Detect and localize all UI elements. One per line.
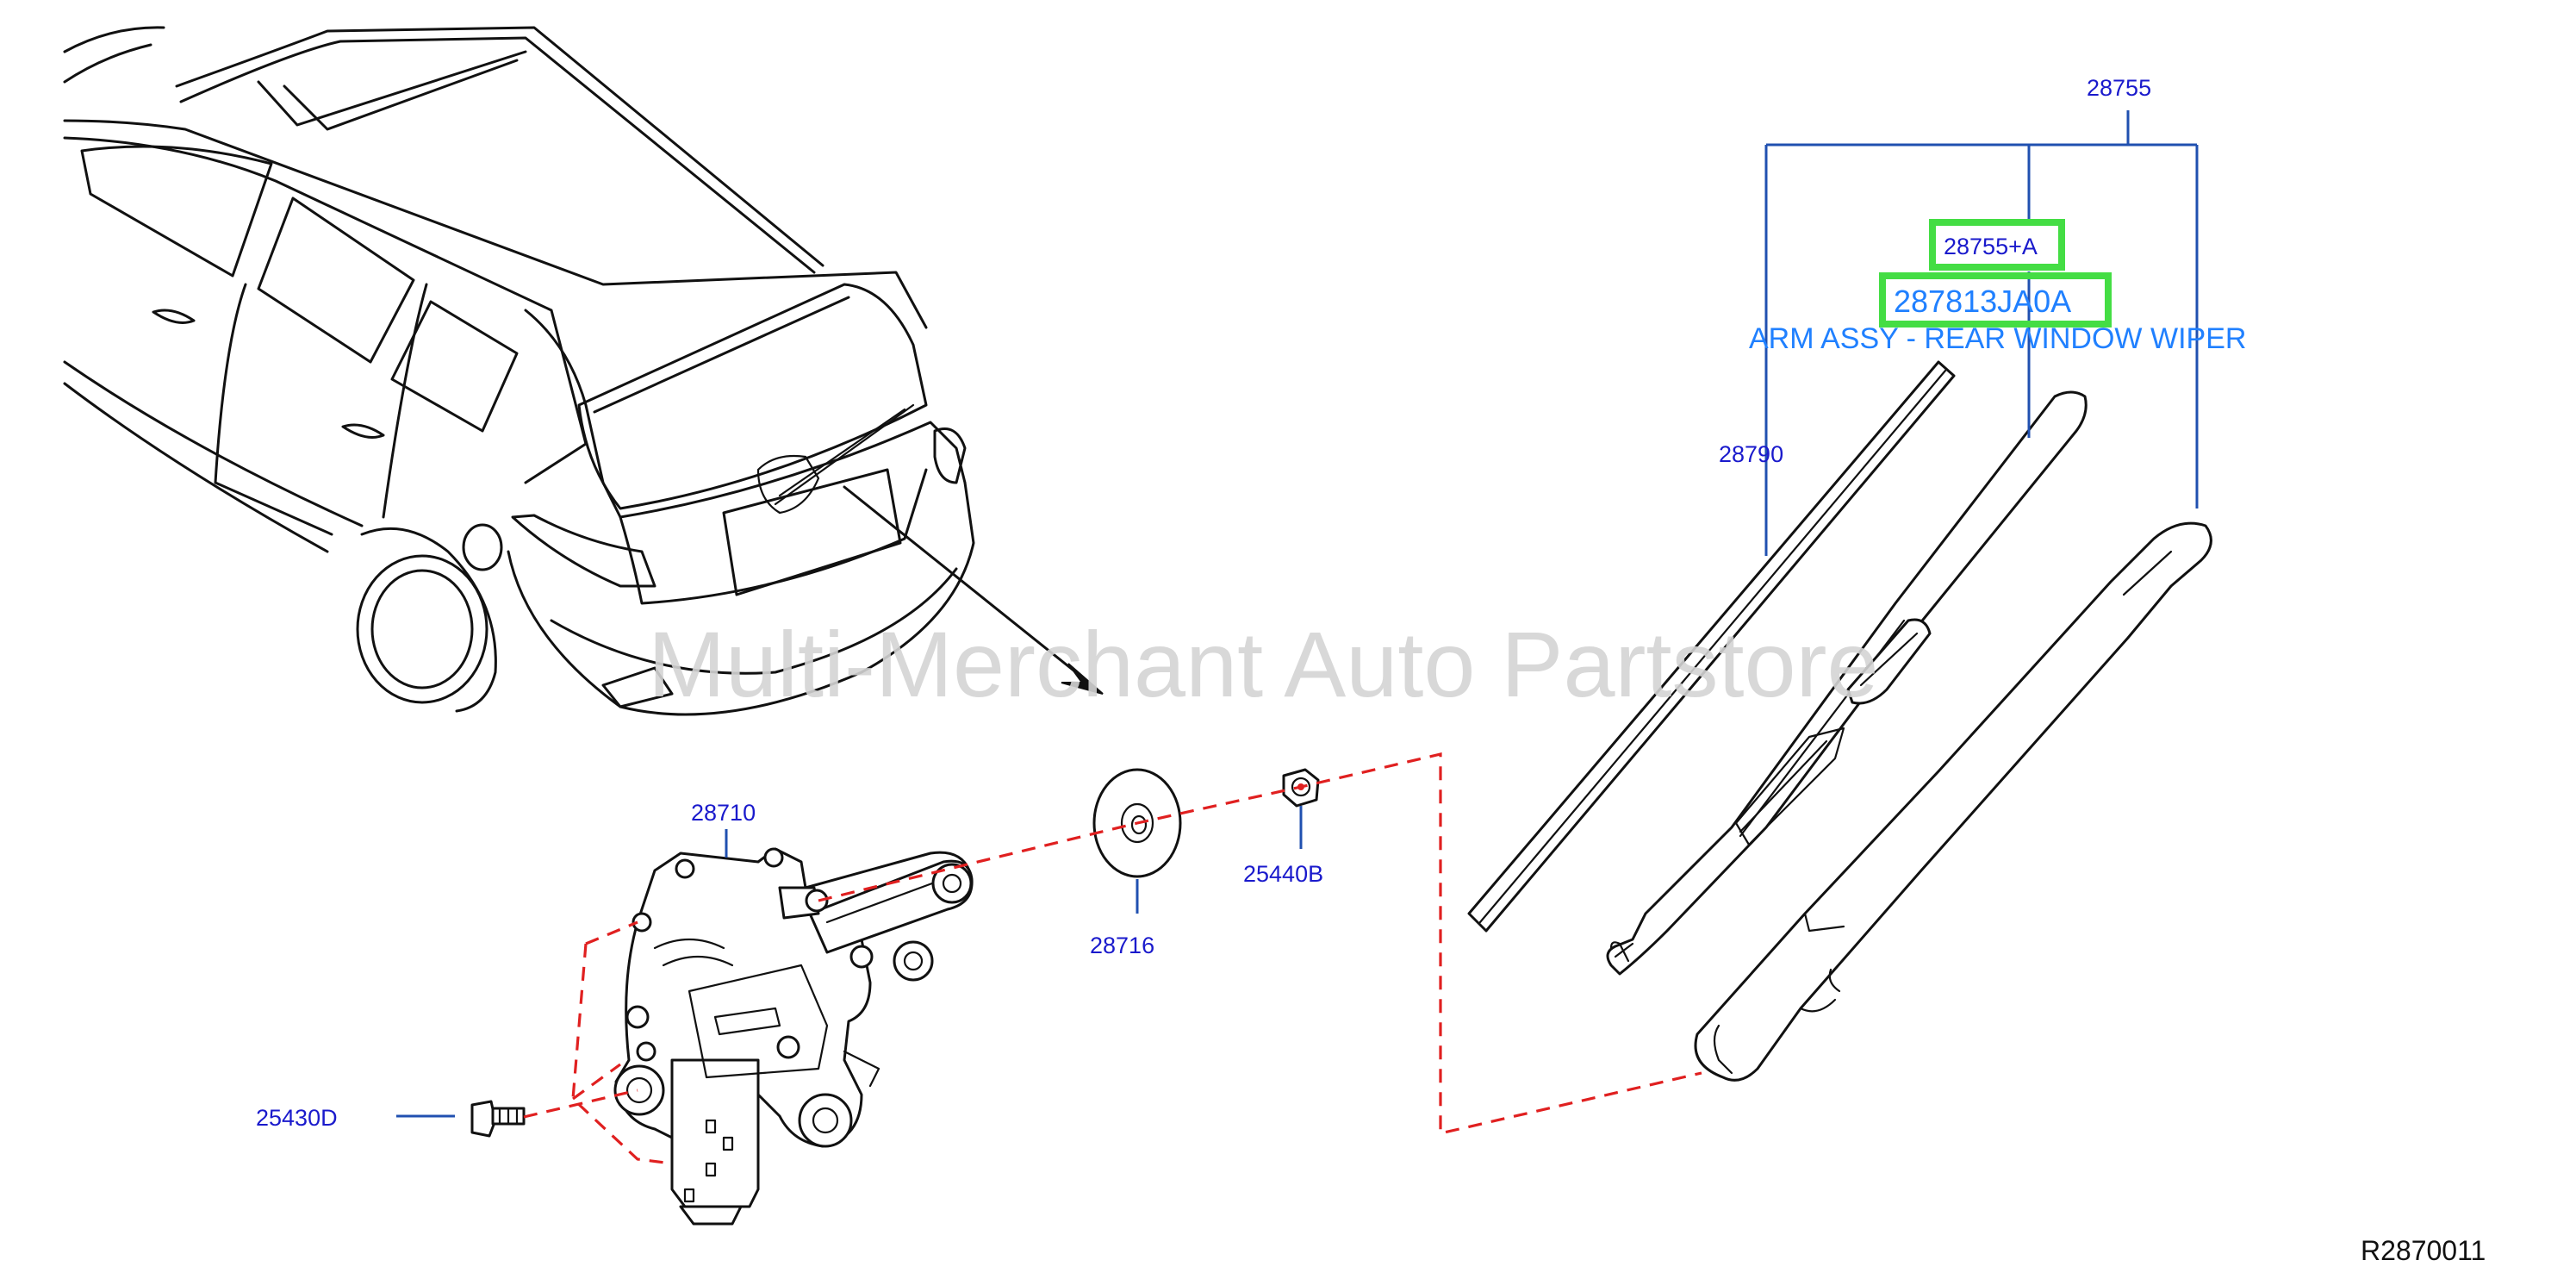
callout-28755a[interactable]: 28755+A <box>1944 234 2038 259</box>
highlight-box-28755a <box>1929 219 2065 271</box>
wiper-blade-28790 <box>1467 360 1956 933</box>
highlight-box-287813 <box>1879 272 2112 328</box>
wiper-arm-cover <box>1694 521 2212 1082</box>
diagram-reference: R2870011 <box>2361 1235 2486 1266</box>
part-number-287813ja0a[interactable]: 287813JA0A <box>1894 284 2071 319</box>
callout-28790[interactable]: 28790 <box>1719 441 1783 467</box>
wiper-motor-28710 <box>613 847 974 1226</box>
callout-28716[interactable]: 28716 <box>1090 933 1154 958</box>
part-description-arm-assy[interactable]: ARM ASSY - REAR WINDOW WIPER <box>1749 322 2246 355</box>
callout-25430d[interactable]: 25430D <box>256 1105 338 1131</box>
callout-25440b[interactable]: 25440B <box>1243 861 1323 887</box>
callout-28710[interactable]: 28710 <box>691 800 756 826</box>
watermark: Multi-Merchant Auto Partstore <box>648 612 1879 716</box>
callout-28755[interactable]: 28755 <box>2087 75 2151 101</box>
callout-leaders <box>396 110 2199 1118</box>
assembly-dashed-lines <box>523 752 1702 1165</box>
vehicle-illustration <box>63 26 1104 716</box>
wiper-arm-28755a <box>1606 390 2088 976</box>
bolt-25430d <box>470 1100 526 1138</box>
